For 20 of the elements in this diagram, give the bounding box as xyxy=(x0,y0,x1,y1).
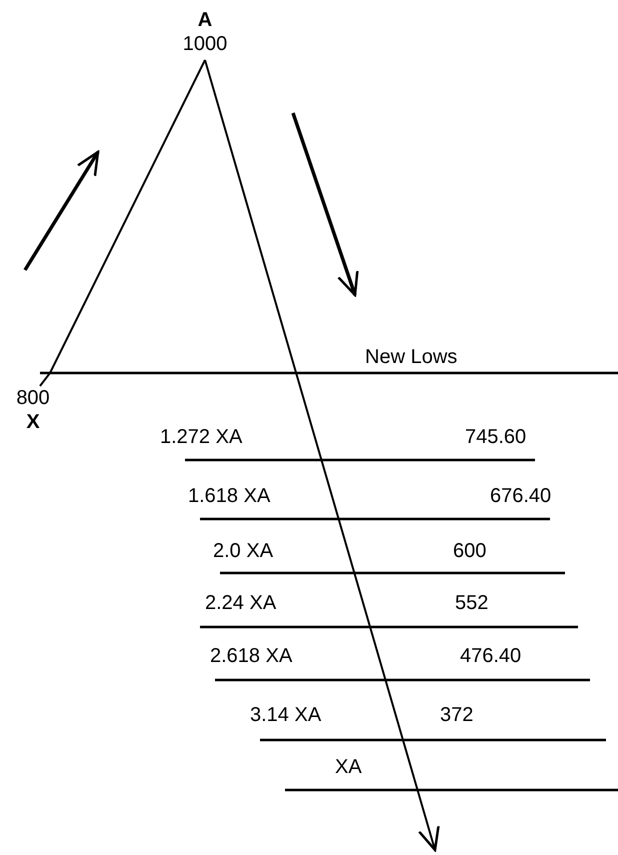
price-label: 372 xyxy=(440,704,474,726)
price-label: 676.40 xyxy=(490,485,552,507)
ratio-label: 3.14 XA xyxy=(250,704,322,726)
point-name: X xyxy=(25,410,41,434)
price-arrow xyxy=(204,60,440,852)
price-value: 800 xyxy=(15,386,51,410)
price-label: 552 xyxy=(455,592,488,614)
point-name: A xyxy=(196,8,214,32)
ratio-label: 2.618 XA xyxy=(210,645,292,667)
price-label: 745.60 xyxy=(465,426,526,448)
ratio-label: 1.618 XA xyxy=(188,485,270,507)
ratio-label: 2.24 XA xyxy=(205,592,276,614)
ratio-label: 1.272 XA xyxy=(160,426,242,448)
ratio-label: 2.0 XA xyxy=(213,540,274,562)
price-label: 476.40 xyxy=(460,645,522,667)
ratio-label: XA xyxy=(335,756,362,778)
heading-text: New Lows xyxy=(365,346,458,368)
triangle-leg xyxy=(39,60,206,387)
price-value: 1000 xyxy=(182,32,228,56)
price-label: 600 xyxy=(453,540,486,562)
